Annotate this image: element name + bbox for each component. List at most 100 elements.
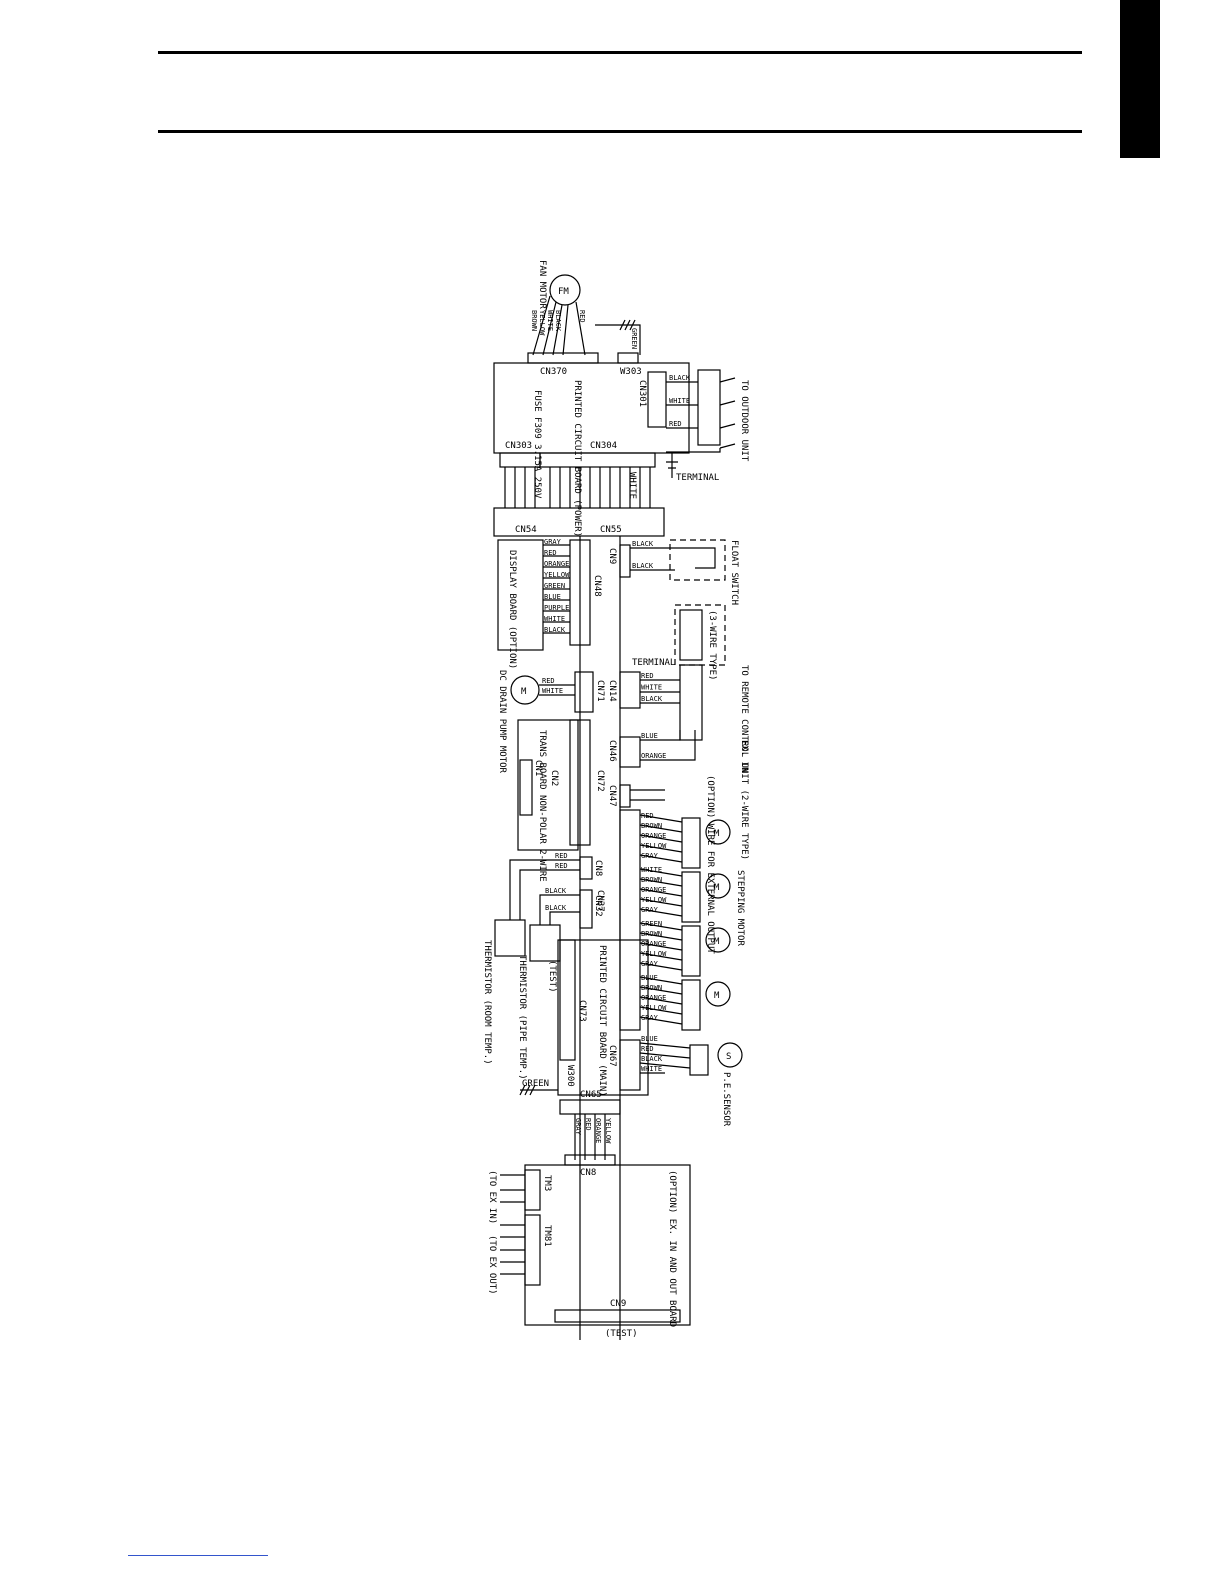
- cn65-label: CN65: [580, 1090, 602, 1100]
- stepping-wire-label: YELLOW: [641, 842, 667, 850]
- trans-board-label: TRANS BOARD NON-POLAR 2-WIRE: [537, 730, 547, 882]
- cn72-label: CN72: [595, 770, 605, 792]
- stepping-wire-label: YELLOW: [641, 896, 667, 904]
- fan-wire-label: WHITE: [546, 310, 554, 331]
- pe-wire-label: RED: [641, 1045, 654, 1053]
- stepping-wire-label: BROWN: [641, 876, 662, 884]
- float-wire-label: BLACK: [632, 540, 654, 548]
- motor-symbol-1: M: [714, 829, 720, 839]
- pe-sensor-label: P.E.SENSOR: [721, 1072, 731, 1127]
- remote-wire-label: BLACK: [641, 695, 663, 703]
- fan-wire-label: BLACK: [554, 310, 562, 332]
- cn9-label: CN9: [607, 548, 617, 564]
- cn73-label: CN73: [577, 1000, 587, 1022]
- cn301-label: CN301: [637, 380, 647, 407]
- cn67-label: CN67: [607, 1045, 617, 1067]
- stepping-wire-label: GRAY: [641, 906, 659, 914]
- stepping-wire-label: ORANGE: [641, 940, 666, 948]
- pe-wire-label: BLUE: [641, 1035, 658, 1043]
- main-board-label: PRINTED CIRCUIT BOARD (MAIN): [597, 945, 607, 1097]
- thermistor-room-wire-label: RED: [555, 852, 568, 860]
- display-board-label: DISPLAY BOARD (OPTION): [507, 550, 517, 669]
- display-wire-label: WHITE: [544, 615, 565, 623]
- display-wire-label: BLUE: [544, 593, 561, 601]
- stepping-wire-label: BROWN: [641, 822, 662, 830]
- ex-board-cn8-label: CN8: [580, 1168, 596, 1178]
- to-ex-in-label: (TO EX IN): [487, 1170, 497, 1224]
- remote-wire-label: WHITE: [641, 684, 662, 692]
- fuse-label: FUSE F309 3.15A 250V: [532, 390, 542, 499]
- main-board-test-label: (TEST): [547, 960, 557, 993]
- drain-pump-symbol: M: [521, 687, 527, 697]
- main-board-outline: [557, 939, 649, 1096]
- outdoor-label: TO OUTDOOR UNIT: [739, 380, 749, 462]
- float-wire-label: BLACK: [632, 562, 654, 570]
- display-wire-label: BLACK: [544, 626, 566, 634]
- display-wire-label: RED: [544, 549, 557, 557]
- ex-board-wire-label: GRAY: [574, 1118, 582, 1136]
- header-rule-top: [158, 51, 1082, 54]
- tm3-label: TM3: [542, 1175, 552, 1191]
- wiring-diagram: FM FAN MOTOR PRINTED CIRCUIT BOARD (POWE…: [480, 240, 780, 1340]
- ex-board-wire-label: ORANGE: [594, 1118, 602, 1143]
- fan-motor-circle: [549, 274, 581, 306]
- cn47-label: CN47: [607, 785, 617, 807]
- cn303-label: CN303: [505, 441, 532, 451]
- drain-pump-label: DC DRAIN PUMP MOTOR: [497, 670, 507, 774]
- display-wire-label: YELLOW: [544, 571, 570, 579]
- outdoor-wire-label: BLACK: [669, 374, 691, 382]
- motor-symbol-2: M: [714, 883, 720, 893]
- external-output-label: (OPTION) WIRE FOR EXTERNAL OUTPUT: [705, 775, 715, 954]
- stepping-wire-label: ORANGE: [641, 832, 666, 840]
- three-wire-label: (3-WIRE TYPE): [707, 610, 717, 680]
- stepping-wire-label: GRAY: [641, 960, 659, 968]
- cn54-label: CN54: [515, 525, 537, 535]
- thermistor-pipe-label: THERMISTOR (PIPE TEMP.): [517, 955, 527, 1080]
- ex-in-label: EX. IN: [739, 740, 749, 773]
- thermistor-room-label: THERMISTOR (ROOM TEMP.): [482, 940, 492, 1065]
- power-board-label: PRINTED CIRCUIT BOARD (POWER): [572, 380, 582, 537]
- cn370-label: CN370: [540, 367, 567, 377]
- thermistor-room-wire-label: RED: [555, 862, 568, 870]
- ex-board-wire-label: RED: [584, 1118, 592, 1131]
- stepping-wire-label: YELLOW: [641, 950, 667, 958]
- fan-wire-label: RED: [578, 310, 586, 323]
- w300-label: W300: [565, 1065, 575, 1087]
- display-board-outline: [497, 539, 544, 651]
- cn1-label: CN1: [533, 760, 543, 776]
- cn14-label: CN14: [607, 680, 617, 702]
- cn8-label: CN8: [593, 860, 603, 876]
- display-wire-label: GRAY: [544, 538, 562, 546]
- w303-label: W303: [620, 367, 642, 377]
- display-wire-label: GREEN: [544, 582, 565, 590]
- pe-sensor-symbol: S: [726, 1052, 731, 1062]
- stepping-wire-label: BROWN: [641, 984, 662, 992]
- float-switch-label: FLOAT SWITCH: [729, 540, 739, 605]
- fan-wire-label: YELLOW: [538, 310, 546, 336]
- tm81-label: TM81: [542, 1225, 552, 1247]
- fan-motor-symbol: FM: [558, 287, 569, 297]
- stepping-wire-label: RED: [641, 812, 654, 820]
- cn2-label: CN2: [549, 770, 559, 786]
- display-wire-label: ORANGE: [544, 560, 569, 568]
- ex-board-wire-label: YELLOW: [604, 1118, 612, 1144]
- pe-wire-label: WHITE: [641, 1065, 662, 1073]
- stepping-wire-label: ORANGE: [641, 994, 666, 1002]
- cn71-label: CN71: [595, 680, 605, 702]
- motor-symbol-4: M: [714, 991, 720, 1001]
- power-board-outline: [493, 362, 690, 454]
- header-rule-bottom: [158, 130, 1082, 133]
- ex-board-label: (OPTION) EX. IN AND OUT BOARD: [667, 1170, 677, 1327]
- remote-terminal-label: TERMINAL: [632, 658, 675, 668]
- outdoor-wire-label: WHITE: [669, 397, 690, 405]
- cn55-label: CN55: [600, 525, 622, 535]
- thermistor-pipe-wire-label: BLACK: [545, 904, 567, 912]
- stepping-wire-label: GRAY: [641, 852, 659, 860]
- section-tab: [1120, 0, 1160, 158]
- footer-link-line: [128, 1555, 268, 1556]
- ex-board-cn9-label: CN9: [610, 1299, 626, 1309]
- cn32-label: CN32: [593, 895, 603, 917]
- motor-symbol-3: M: [714, 937, 720, 947]
- outdoor-wire-label: RED: [669, 420, 682, 428]
